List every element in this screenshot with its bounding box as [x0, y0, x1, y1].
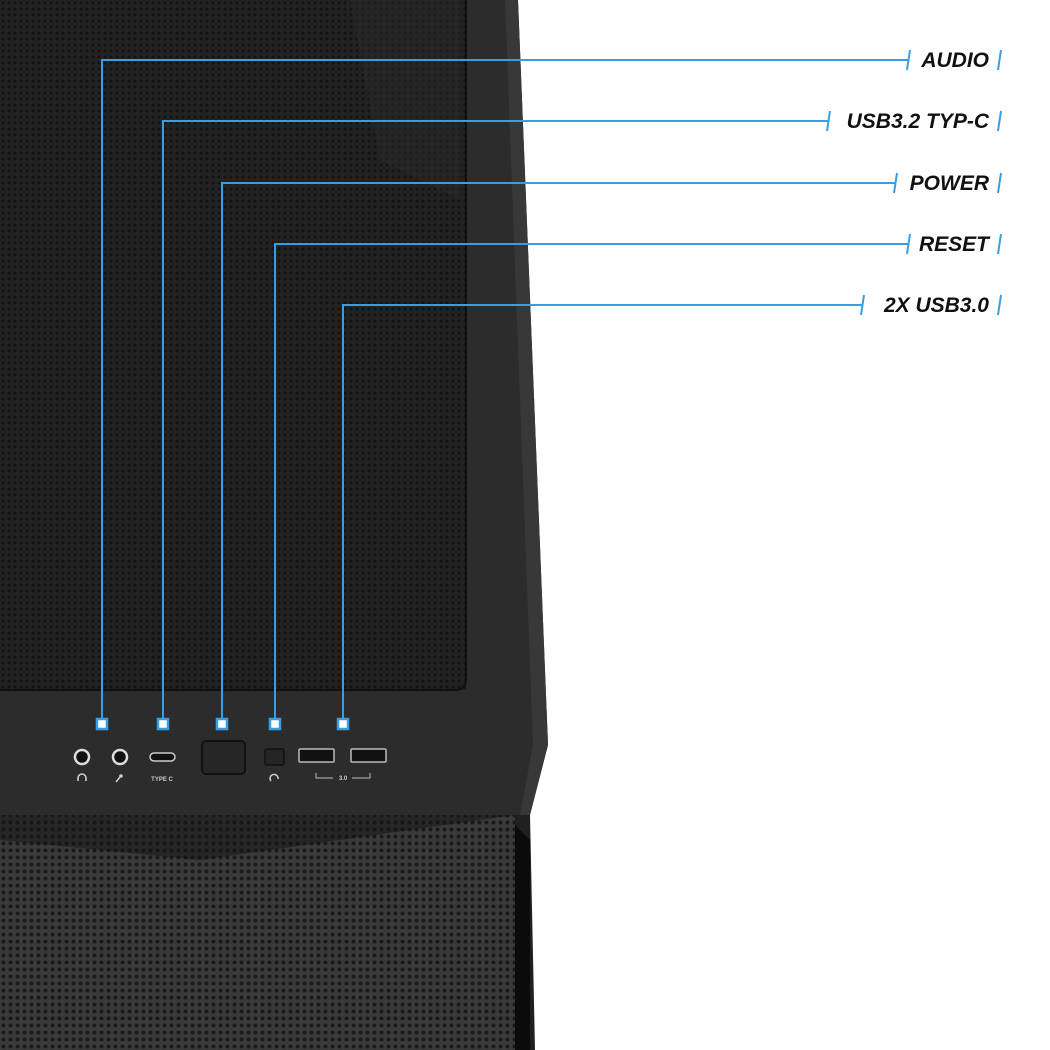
headphone-jack[interactable] [73, 748, 91, 766]
front-mesh [0, 815, 515, 1050]
case-edge [505, 0, 548, 815]
front-shadow [0, 815, 515, 860]
marker-power [215, 717, 229, 731]
marker-audio [95, 717, 109, 731]
marker-usbc [156, 717, 170, 731]
marker-reset [268, 717, 282, 731]
microphone-icon [115, 776, 121, 783]
mic-jack[interactable] [111, 748, 129, 766]
power-button[interactable] [201, 740, 246, 775]
callout-line-reset [274, 243, 908, 724]
io-panel: TYPE C 3.0 [73, 740, 387, 783]
callout-line-usbc [162, 120, 828, 724]
usb-port-1[interactable] [298, 748, 335, 763]
usb-port-2[interactable] [350, 748, 387, 763]
callout-line-power [221, 182, 895, 724]
headphone-icon [77, 773, 87, 781]
usb-bracket [315, 773, 371, 779]
callout-label-power: POWER [910, 172, 990, 195]
usb-3-label: 3.0 [339, 776, 348, 782]
reset-icon [269, 773, 279, 782]
callout-line-usb3 [342, 304, 862, 724]
callout-label-audio: AUDIO [920, 49, 989, 72]
callout-line-audio [101, 59, 908, 724]
callout-markers [95, 717, 350, 731]
marker-usb3 [336, 717, 350, 731]
mesh-shadow [350, 0, 460, 200]
callout-label-reset: RESET [919, 233, 991, 256]
callout-label-usbc: USB3.2 TYP-C [847, 110, 990, 133]
callout-label-usb3: 2X USB3.0 [883, 294, 989, 317]
usb-c-port[interactable] [149, 752, 176, 762]
type-c-label: TYPE C [151, 777, 173, 783]
reset-button[interactable] [264, 748, 285, 766]
callout-lines [101, 49, 1002, 724]
